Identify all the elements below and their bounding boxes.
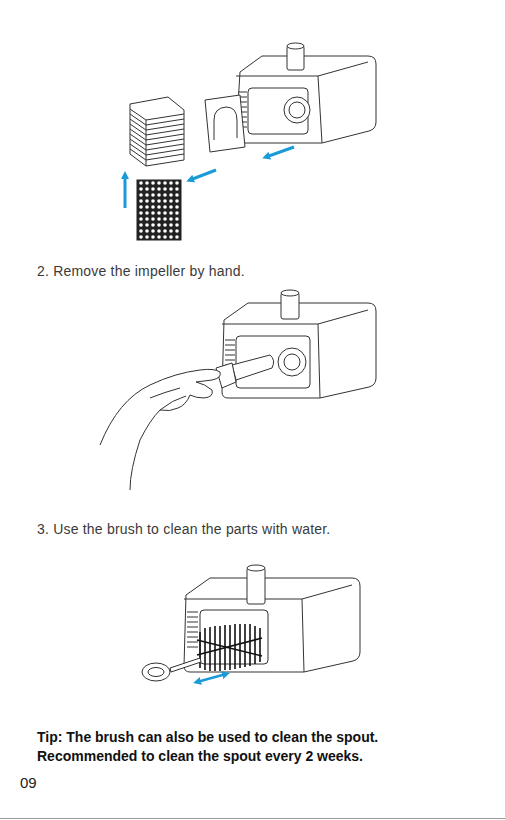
page-number: 09	[20, 774, 37, 791]
tip-note: Tip: The brush can also be used to clean…	[37, 729, 378, 745]
step-instruction: 2. Remove the impeller by hand.	[37, 263, 245, 279]
tip-note: Recommended to clean the spout every 2 w…	[37, 748, 363, 764]
direction-arrows	[125, 147, 294, 208]
direction-arrows	[197, 674, 226, 682]
pump-exploded	[130, 43, 376, 240]
step-instruction: 3. Use the brush to clean the parts with…	[37, 521, 330, 537]
pump-impeller-removal	[100, 290, 376, 490]
pump-brush-cleaning	[142, 565, 360, 681]
page-rule	[0, 818, 505, 819]
